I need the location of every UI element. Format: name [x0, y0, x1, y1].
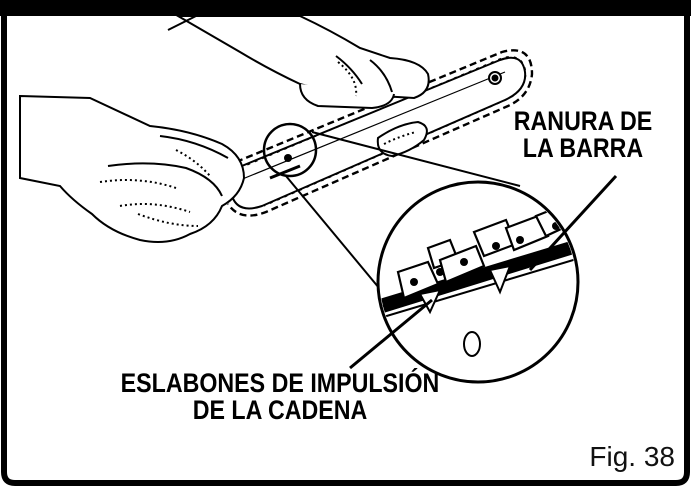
figure-number: Fig. 38	[589, 441, 675, 472]
saw-chain	[227, 49, 534, 217]
drive-links-label: ESLABONES DE IMPULSIÓN DE LA CADENA	[117, 370, 444, 424]
bar-groove-label-line-2: LA BARRA	[522, 133, 644, 163]
bar-groove-label-line-1: RANURA DE	[513, 106, 653, 136]
leader-groove	[528, 174, 618, 272]
drive-links-label-line-2: DE LA CADENA	[192, 395, 368, 425]
bar-groove-label: RANURA DE LA BARRA	[510, 108, 656, 162]
detail-circle-small	[262, 122, 318, 178]
drive-links-label-line-1: ESLABONES DE IMPULSIÓN	[120, 368, 440, 398]
upper-hand	[167, 15, 430, 110]
lower-finger	[376, 120, 428, 158]
zoom-line-top	[311, 131, 521, 187]
left-hand	[19, 94, 246, 243]
top-border	[0, 0, 691, 16]
leader-drive-links	[349, 298, 433, 370]
